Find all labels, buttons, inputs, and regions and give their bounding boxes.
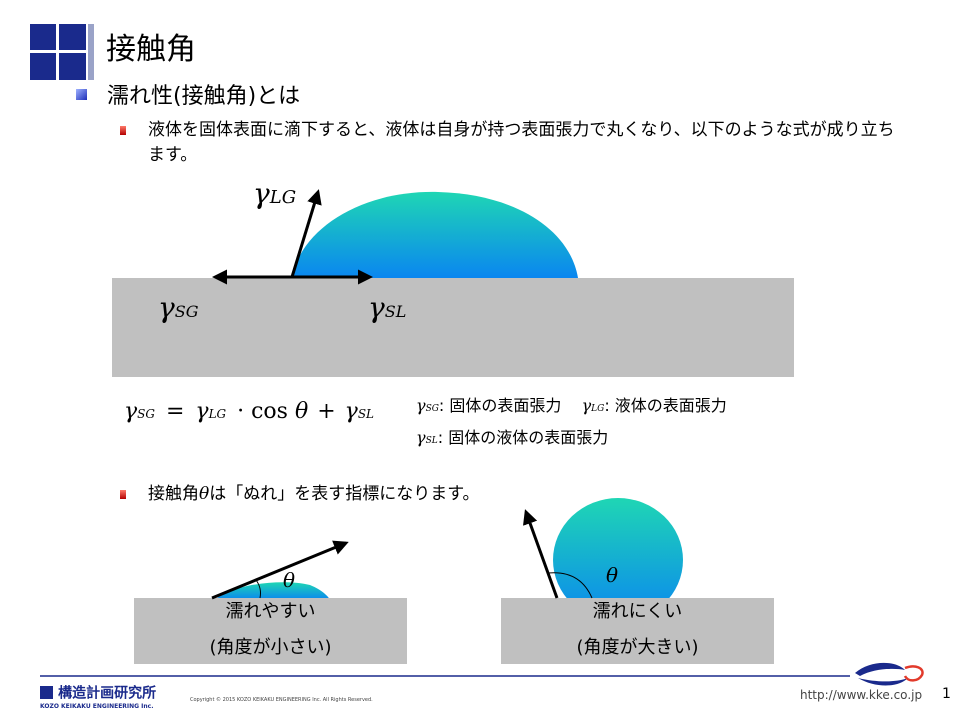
page-number: 1: [942, 686, 951, 702]
section-heading: 濡れ性(接触角)とは: [107, 84, 301, 109]
bullet-text-1: 液体を固体表面に滴下すると、液体は自身が持つ表面張力で丸くなり、以下のような式が…: [148, 120, 895, 165]
right-solid: [501, 598, 774, 664]
slide-title: 接触角: [106, 32, 196, 67]
bullet-marker-2: [120, 490, 126, 499]
company-name-en: KOZO KEIKAKU ENGINEERING Inc.: [40, 702, 154, 710]
heading-bullet: [76, 89, 87, 100]
gamma-lg-arrow: [290, 189, 322, 278]
legend-line-2: γSL: 固体の液体の表面張力: [416, 428, 609, 447]
kke-swoosh-icon: [855, 662, 924, 686]
copyright-text: Copyright © 2015 KOZO KEIKAKU ENGINEERIN…: [190, 697, 373, 703]
right-angle-arc: [547, 572, 593, 599]
legend-line-1: γSG: 固体の表面張力 γLG: 液体の表面張力: [416, 396, 727, 415]
left-theta-label: θ: [283, 568, 296, 592]
left-tangent-arrow: [211, 540, 349, 600]
company-logo: 構造計画研究所 KOZO KEIKAKU ENGINEERING Inc.: [40, 682, 156, 711]
right-droplet: [553, 498, 683, 622]
logo-accent-bar: [88, 24, 94, 80]
right-example-label: 濡れにくい (角度が大きい): [576, 601, 699, 658]
left-solid: [134, 598, 407, 664]
gamma-sl-label: γSL: [368, 291, 407, 324]
footer-url[interactable]: http://www.kke.co.jp: [800, 688, 923, 702]
gamma-sg-label: γSG: [158, 291, 199, 324]
gamma-lg-label: γLG: [253, 177, 297, 210]
left-angle-arc: [255, 579, 261, 599]
left-example-label: 濡れやすい (角度が小さい): [209, 601, 332, 658]
solid-surface: [112, 278, 794, 377]
young-equation: γSG = γLG · cos θ + γSL: [124, 399, 375, 424]
right-tangent-arrow: [523, 509, 559, 599]
left-droplet: [215, 582, 330, 600]
liquid-droplet: [292, 191, 578, 278]
bullet-marker-1: [120, 126, 126, 135]
company-mark-icon: [40, 686, 53, 699]
right-theta-label: θ: [606, 563, 619, 587]
slide-logo: [30, 24, 86, 80]
bullet-text-2: 接触角θは「ぬれ」を表す指標になります。: [148, 484, 480, 504]
company-name-jp: 構造計画研究所: [58, 685, 157, 702]
